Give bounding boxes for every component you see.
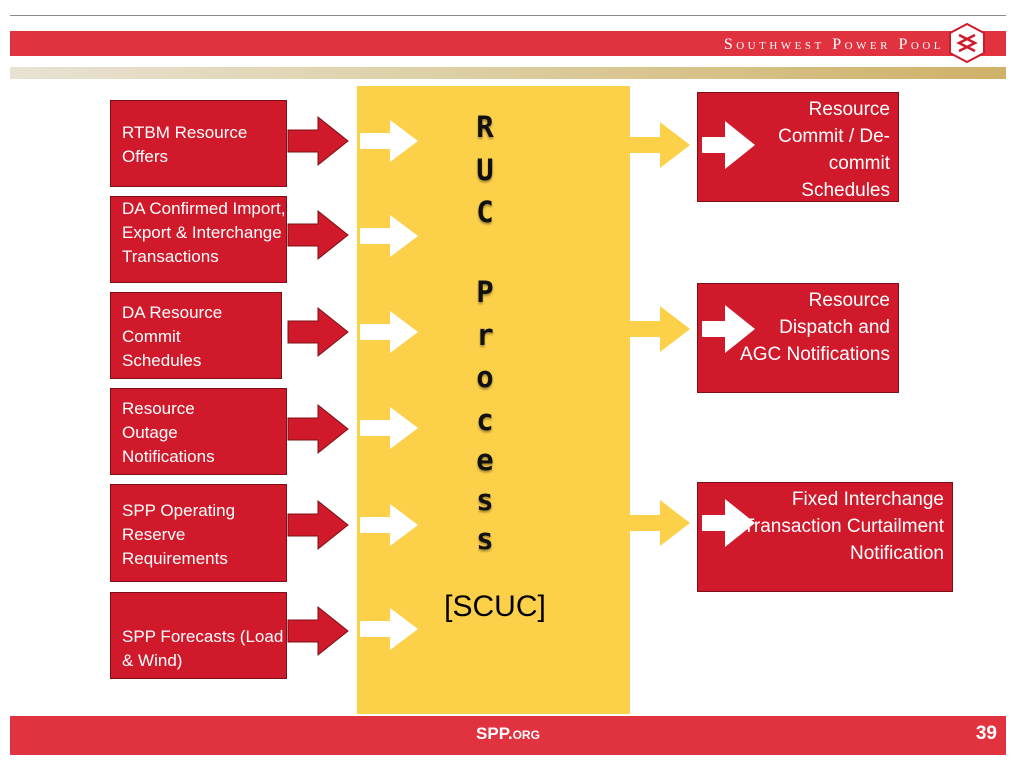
ruc-letter: e [476, 443, 494, 477]
input-spp-forecasts: SPP Forecasts (Load & Wind) [110, 592, 287, 679]
ruc-process-box [357, 86, 630, 714]
header-bar [10, 31, 1006, 56]
ruc-letter: C [476, 195, 494, 229]
input-operating-reserve: SPP Operating Reserve Requirements [110, 484, 287, 582]
ruc-letter: R [476, 110, 494, 144]
red-arrow-icon [287, 403, 349, 455]
white-arrow-icon [702, 499, 755, 547]
header-rule [10, 15, 1006, 16]
spp-logo-icon [949, 23, 985, 63]
header-gradient-bar [10, 67, 1006, 79]
white-arrow-icon [360, 608, 418, 650]
input-resource-outage: Resource Outage Notifications [110, 388, 287, 475]
white-arrow-icon [702, 305, 755, 353]
ruc-letter: r [476, 318, 494, 352]
white-arrow-icon [360, 311, 418, 353]
scuc-label: [SCUC] [444, 590, 546, 623]
red-arrow-icon [287, 499, 349, 551]
output-commit-schedules: Resource Commit / De-commit Schedules [697, 92, 899, 202]
red-arrow-icon [287, 605, 349, 657]
footer-site: SPP.org [476, 724, 540, 743]
input-rtbm-offers: RTBM Resource Offers [110, 100, 287, 187]
output-interchange-curtailment: Fixed Interchange Transaction Curtailmen… [697, 482, 953, 592]
input-da-confirmed-transactions: DA Confirmed Import, Export & Interchang… [110, 196, 287, 283]
footer-bar [10, 716, 1006, 755]
red-arrow-icon [287, 306, 349, 358]
red-arrow-icon [287, 209, 349, 261]
page-number: 39 [975, 723, 997, 744]
ruc-letter: c [476, 403, 494, 437]
yellow-arrow-icon [630, 500, 690, 546]
white-arrow-icon [360, 407, 418, 449]
yellow-arrow-icon [630, 122, 690, 168]
brand-name: Southwest Power Pool [723, 36, 944, 53]
ruc-letter: s [476, 522, 494, 556]
ruc-letter: s [476, 483, 494, 517]
white-arrow-icon [702, 121, 755, 169]
yellow-arrow-icon [630, 306, 690, 352]
ruc-letter: o [476, 360, 494, 394]
input-da-resource-commit: DA Resource Commit Schedules [110, 292, 282, 379]
red-arrow-icon [287, 115, 349, 167]
white-arrow-icon [360, 504, 418, 546]
white-arrow-icon [360, 215, 418, 257]
ruc-letter: P [476, 275, 494, 309]
ruc-letter: U [476, 153, 494, 187]
white-arrow-icon [360, 120, 418, 162]
